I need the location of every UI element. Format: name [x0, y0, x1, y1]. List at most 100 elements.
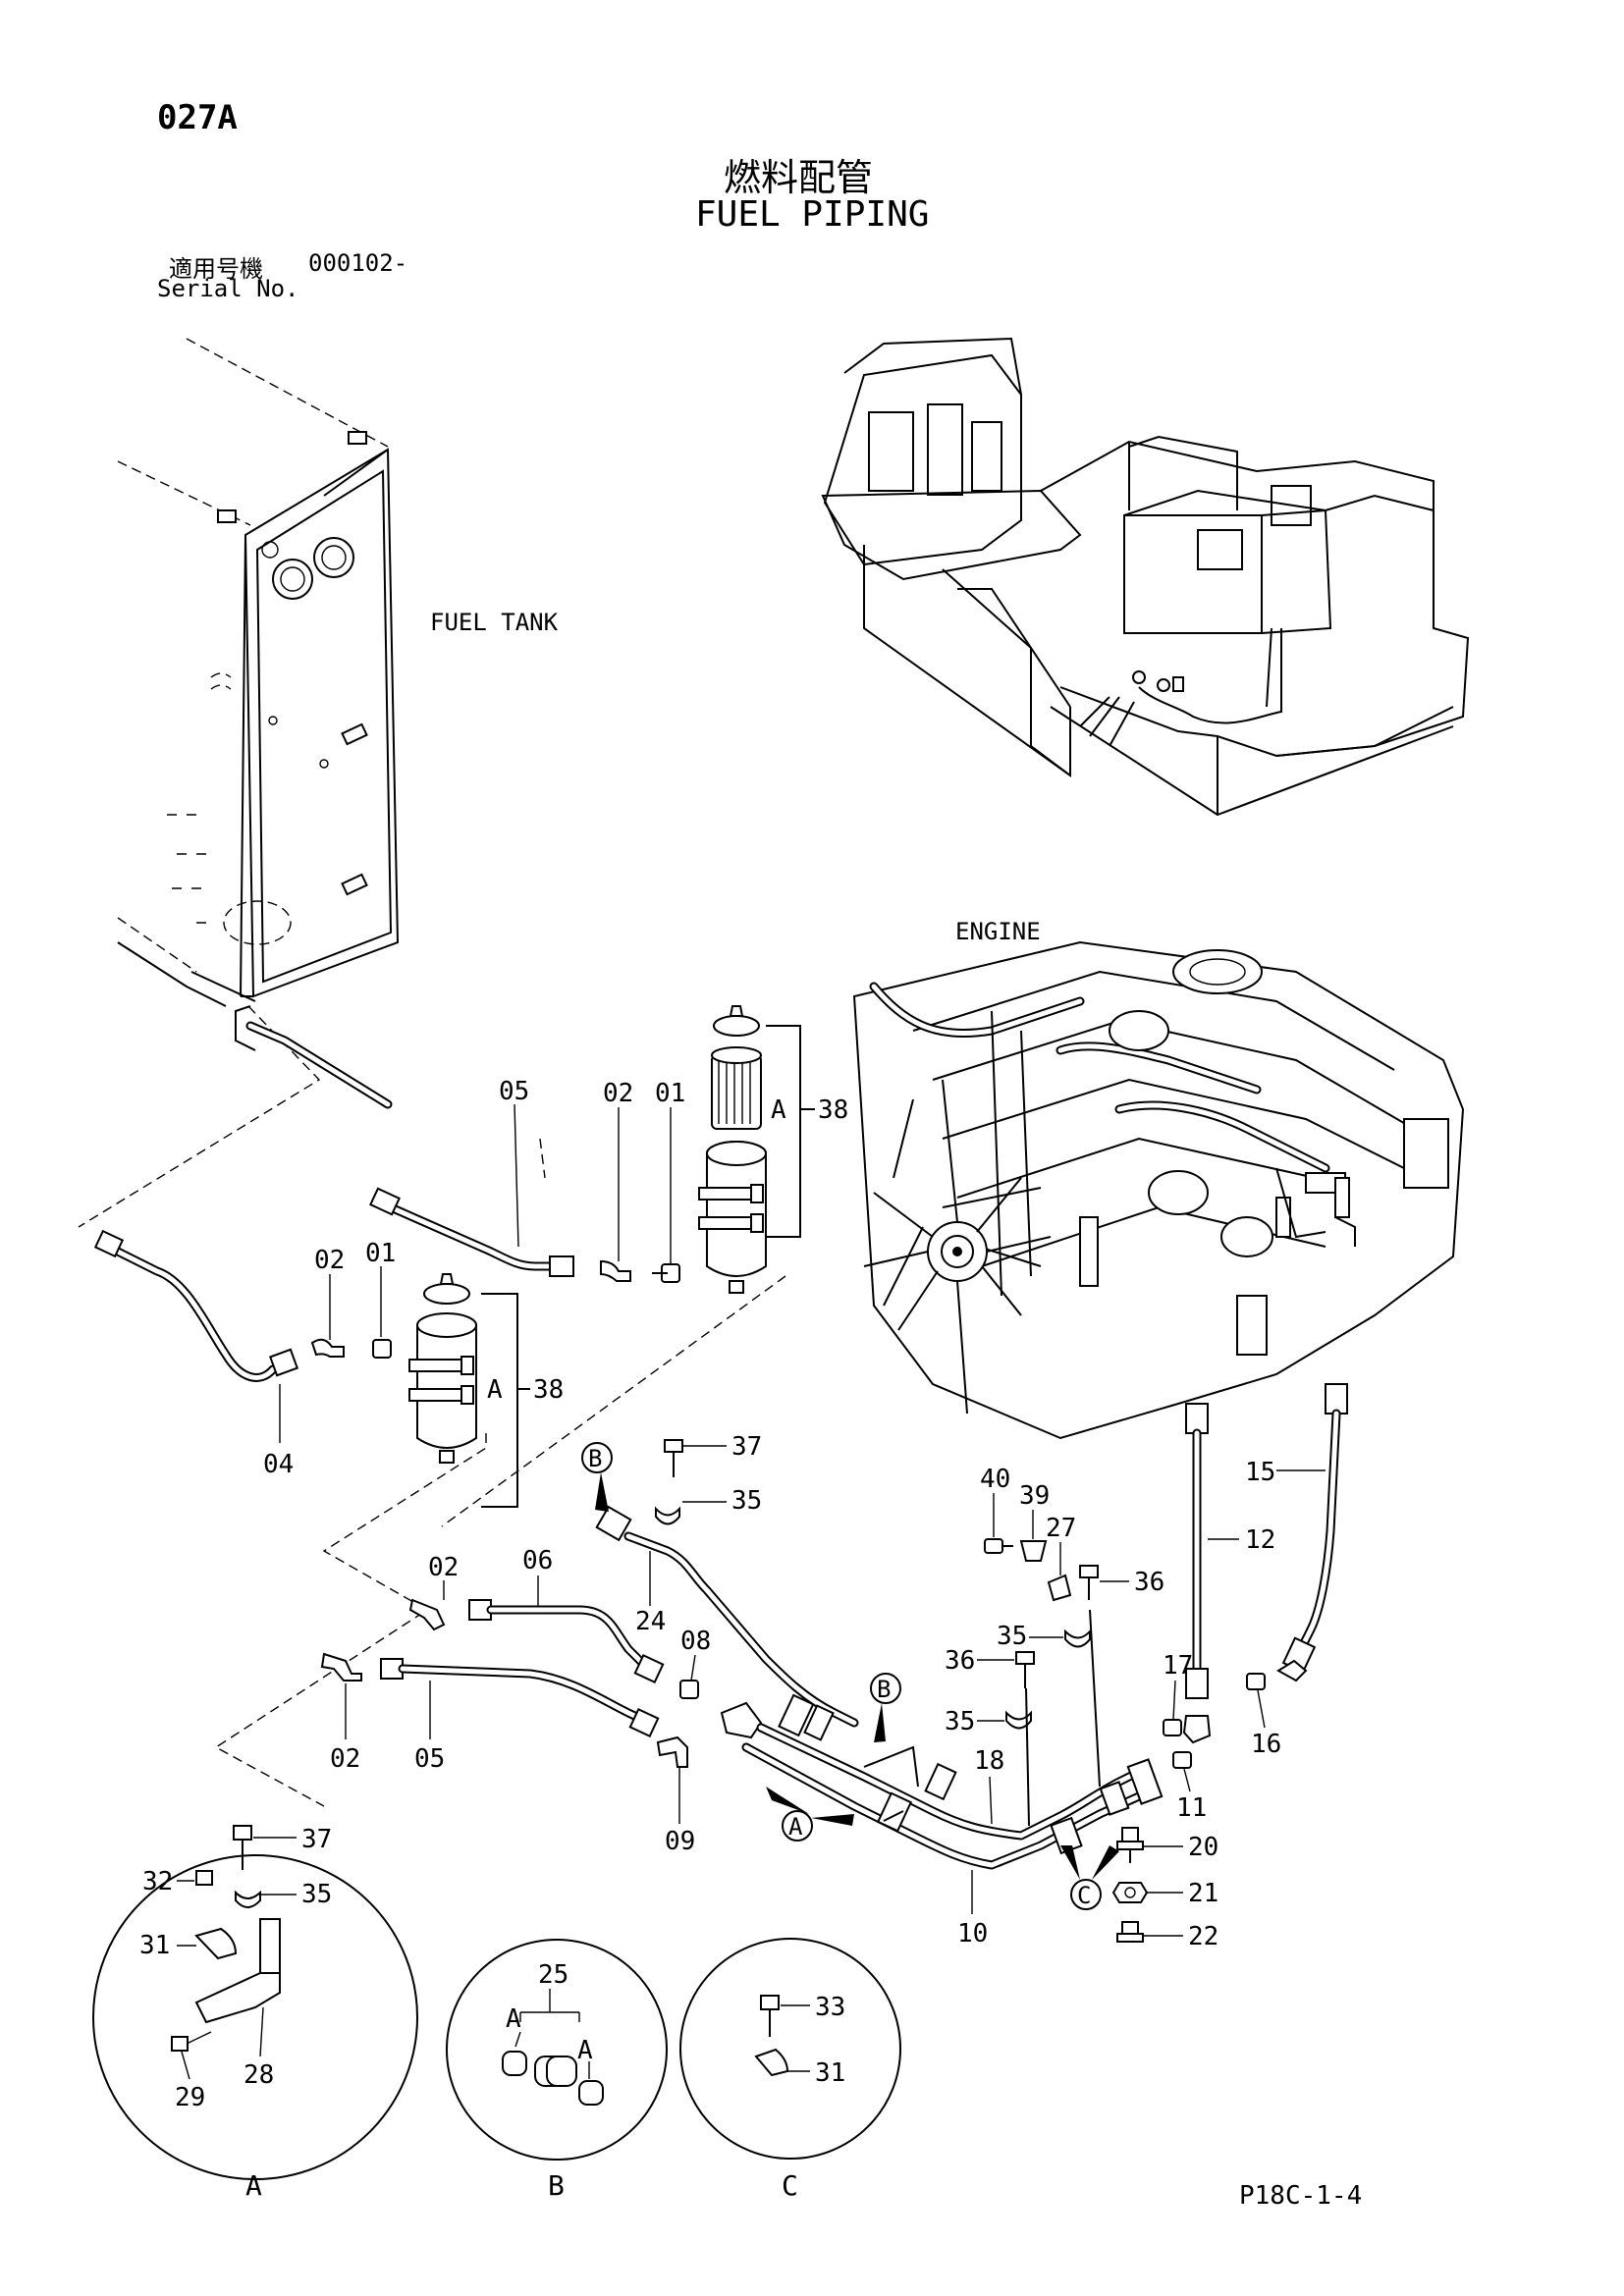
fuel-hose-04: [103, 1242, 278, 1382]
detail-a-part-32: 32: [142, 1867, 173, 1896]
detail-b-ref-left: A: [506, 2004, 521, 2034]
elbow-fitting-02-lower: [310, 1338, 345, 1358]
detail-a-part-31: 31: [139, 1931, 170, 1960]
callout-b-mid: B: [877, 1676, 891, 1703]
assembly-38-bracket-lower: [481, 1293, 518, 1508]
part-number-35-c: 35: [945, 1707, 975, 1736]
bolt-37: [664, 1439, 683, 1453]
phantom-line: [214, 1433, 487, 1807]
part-number-04: 04: [263, 1450, 294, 1479]
part-number-35: 35: [731, 1486, 762, 1516]
detail-b-label: B: [548, 2169, 565, 2202]
part-number-02-d: 02: [330, 1744, 360, 1774]
elbow-fitting-02: [600, 1259, 631, 1282]
elbow-fitting-02-c: [408, 1598, 446, 1631]
part-number-22: 22: [1188, 1922, 1218, 1951]
callout-b-top: B: [588, 1445, 602, 1472]
detail-c-bolt-33: [760, 1995, 780, 2010]
detail-c-label: C: [782, 2169, 798, 2202]
phantom-line: [441, 1275, 786, 1527]
part-number-16: 16: [1251, 1730, 1281, 1759]
part-number-06: 06: [522, 1546, 553, 1575]
bolt-36-b: [1015, 1651, 1035, 1665]
detail-b-part-25: 25: [538, 1960, 568, 1990]
detail-a-part-37: 37: [301, 1825, 332, 1854]
part-number-01: 01: [655, 1079, 685, 1108]
connector-17: [1163, 1719, 1182, 1736]
detail-c-circle: [679, 1938, 901, 2160]
detail-a-part-28: 28: [244, 2060, 274, 2090]
machine-overview-drawing: [821, 337, 1470, 817]
title-english: FUEL PIPING: [695, 194, 930, 235]
part-number-38-lower: 38: [533, 1375, 564, 1405]
part-number-38: 38: [818, 1095, 848, 1125]
phantom-line: [539, 1138, 546, 1179]
hose-fitting: [368, 1187, 402, 1216]
tee-fitting: [720, 1701, 763, 1739]
detail-a-clamp-31: [194, 1927, 238, 1960]
fuel-tank-drawing: [117, 338, 400, 1007]
clamp-35: [655, 1506, 680, 1525]
page-reference: P18C-1-4: [1239, 2181, 1363, 2211]
detail-b-ref-right: A: [577, 2036, 593, 2065]
detail-b-sleeve-left: [502, 2051, 527, 2076]
connector-11: [1172, 1751, 1192, 1769]
nut-21: [1111, 1882, 1149, 1903]
part-number-20: 20: [1188, 1833, 1218, 1862]
part-number-01-lower: 01: [365, 1239, 396, 1268]
detail-c-clamp-31: [754, 2048, 789, 2077]
part-number-40: 40: [980, 1465, 1010, 1494]
engine-drawing: [852, 940, 1465, 1440]
callout-b-mid-circle: [870, 1673, 901, 1704]
upper-fuel-filter-assembly: [698, 1005, 767, 1294]
part-number-24: 24: [635, 1607, 666, 1636]
callout-b-top-circle: [581, 1442, 613, 1473]
pipe-clamp: [778, 1693, 815, 1737]
detail-a-bolt-29: [171, 2036, 189, 2052]
fuel-hose-05-lower: [398, 1664, 648, 1725]
engine-label: ENGINE: [955, 918, 1041, 945]
clamp-35-b: [1064, 1629, 1091, 1648]
callout-a-mid: A: [788, 1813, 803, 1841]
part-number-02: 02: [603, 1079, 633, 1108]
part-number-27: 27: [1046, 1514, 1076, 1543]
elbow-fitting-02-d: [320, 1652, 362, 1682]
part-number-08: 08: [680, 1627, 711, 1656]
part-number-17: 17: [1163, 1651, 1193, 1681]
bolt-20: [1121, 1827, 1139, 1842]
callout-a-mid-circle: [782, 1810, 813, 1842]
part-number-37: 37: [731, 1432, 762, 1462]
serial-label-english: Serial No.: [157, 275, 299, 302]
connector-08: [679, 1680, 699, 1699]
bolt-40: [984, 1538, 1003, 1554]
detail-a-bracket-28: [194, 1972, 281, 2024]
detail-b-sleeve-right: [578, 2080, 604, 2106]
connector-16: [1246, 1673, 1266, 1690]
bolt-36: [1079, 1565, 1099, 1578]
callout-c-mid-circle: [1070, 1879, 1102, 1910]
clamp-35-c: [1005, 1710, 1032, 1730]
assembly-38-ref-a-lower: A: [487, 1375, 503, 1405]
part-number-36-b: 36: [945, 1646, 975, 1676]
part-number-11: 11: [1176, 1793, 1207, 1823]
part-number-18: 18: [974, 1746, 1004, 1776]
callout-c-mid: C: [1077, 1882, 1091, 1909]
sheet-code: 027A: [157, 98, 238, 137]
detail-a-part-35: 35: [301, 1880, 332, 1909]
assembly-38-bracket: [766, 1025, 801, 1238]
detail-a-part-29: 29: [175, 2083, 205, 2112]
part-number-09: 09: [665, 1827, 695, 1856]
detail-a-bolt-32: [195, 1870, 213, 1886]
title-japanese: 燃料配管: [724, 156, 874, 199]
clamp-39: [1019, 1540, 1048, 1562]
bracket-27: [1047, 1574, 1072, 1602]
elbow-fitting-09: [656, 1735, 688, 1768]
part-number-12: 12: [1245, 1525, 1275, 1555]
connector-01-lower: [372, 1339, 392, 1359]
assembly-38-ref-a: A: [771, 1095, 786, 1125]
part-number-21: 21: [1188, 1879, 1218, 1908]
part-number-05-lower: 05: [414, 1744, 445, 1774]
part-number-39: 39: [1019, 1481, 1050, 1511]
